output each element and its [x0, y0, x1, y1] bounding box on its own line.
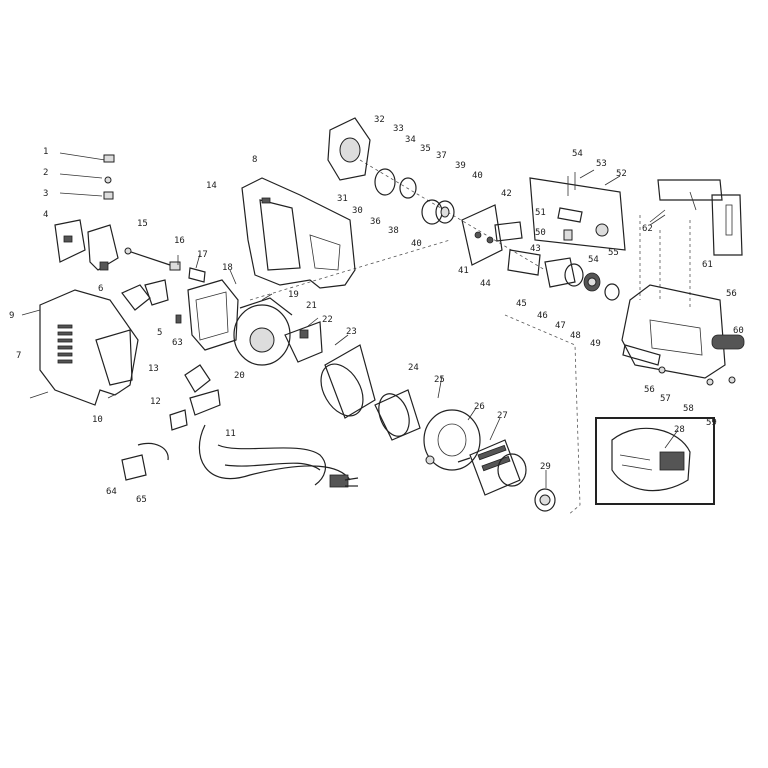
part-label: 53 — [596, 159, 607, 169]
part-label: 17 — [197, 250, 208, 260]
part-label: 33 — [393, 124, 404, 134]
part-label: 44 — [480, 279, 491, 289]
part-label: 36 — [370, 217, 381, 227]
part-label: 48 — [570, 331, 581, 341]
part-label: 14 — [206, 181, 217, 191]
part-label: 20 — [234, 371, 245, 381]
part-label: 6 — [98, 284, 103, 294]
part-label: 54 — [572, 149, 583, 159]
part-label: 63 — [172, 338, 183, 348]
part-label: 39 — [455, 161, 466, 171]
part-label: 29 — [540, 462, 551, 472]
part-label: 45 — [516, 299, 527, 309]
part-label: 46 — [537, 311, 548, 321]
part-label: 22 — [322, 315, 333, 325]
right-housing — [241, 177, 356, 289]
part-label: 50 — [535, 228, 546, 238]
part-label: 65 — [136, 495, 147, 505]
part-label: 42 — [501, 189, 512, 199]
armature — [457, 439, 527, 496]
part-label: 5 — [157, 328, 162, 338]
part-label: 30 — [352, 206, 363, 216]
part-label: 57 — [660, 394, 671, 404]
part-label: 28 — [674, 425, 685, 435]
cord-clips — [121, 442, 169, 481]
part-label: 21 — [306, 301, 317, 311]
strain-relief — [169, 364, 221, 431]
part-label: 31 — [337, 194, 348, 204]
part-label: 3 — [43, 189, 48, 199]
part-label: 34 — [405, 135, 416, 145]
guide-lines — [249, 159, 691, 516]
part-label: 8 — [252, 155, 257, 165]
part-label: 18 — [222, 263, 233, 273]
small-screws-group — [59, 152, 115, 200]
part-label: 32 — [374, 115, 385, 125]
part-label: 9 — [9, 311, 14, 321]
left-handle-cover — [21, 289, 139, 406]
part-label: 62 — [642, 224, 653, 234]
part-label: 12 — [150, 397, 161, 407]
part-label: 15 — [137, 219, 148, 229]
part-label: 16 — [174, 236, 185, 246]
power-cord — [198, 424, 359, 488]
switch-assembly — [54, 219, 119, 271]
motor-field-end — [187, 279, 293, 366]
part-label: 11 — [225, 429, 236, 439]
part-label: 61 — [702, 260, 713, 270]
part-number-labels: 1 2 3 4 5 6 7 8 9 10 11 12 13 14 15 16 1… — [9, 115, 744, 505]
field-coil-cylinder — [320, 344, 376, 419]
part-label: 7 — [16, 351, 21, 361]
blade-clamp — [657, 179, 743, 256]
part-label: 37 — [436, 151, 447, 161]
rod-assembly — [124, 247, 206, 283]
part-label: 40 — [472, 171, 483, 181]
fan — [423, 409, 481, 471]
part-label: 26 — [474, 402, 485, 412]
leader-lines — [177, 169, 679, 488]
part-label: 25 — [434, 375, 445, 385]
part-label: 13 — [148, 364, 159, 374]
part-label: 41 — [458, 266, 469, 276]
ring-sleeve — [374, 389, 421, 441]
part-label: 55 — [608, 248, 619, 258]
part-label: 56 — [726, 289, 737, 299]
gear-train-top — [327, 117, 541, 276]
gear-case-parts — [544, 257, 620, 301]
part-label: 52 — [616, 169, 627, 179]
bearing — [534, 488, 556, 512]
part-label: 58 — [683, 404, 694, 414]
part-label: 10 — [92, 415, 103, 425]
part-label: 35 — [420, 144, 431, 154]
part-label: 47 — [555, 321, 566, 331]
part-label: 51 — [535, 208, 546, 218]
part-label: 43 — [530, 244, 541, 254]
inset-detail — [595, 417, 715, 505]
part-label: 27 — [497, 411, 508, 421]
part-label: 40 — [411, 239, 422, 249]
part-label: 19 — [288, 290, 299, 300]
part-label: 24 — [408, 363, 419, 373]
part-label: 59 — [706, 418, 717, 428]
part-label: 54 — [588, 255, 599, 265]
part-label: 49 — [590, 339, 601, 349]
part-label: 38 — [388, 226, 399, 236]
bracket-parts — [121, 279, 182, 324]
gear-housing — [621, 284, 745, 386]
part-label: 4 — [43, 210, 48, 220]
grip-ribs — [57, 324, 73, 364]
part-label: 64 — [106, 487, 117, 497]
part-label: 1 — [43, 147, 48, 157]
part-label: 60 — [733, 326, 744, 336]
mounting-plate — [529, 172, 626, 251]
part-label: 2 — [43, 168, 48, 178]
brush-holder — [284, 321, 323, 363]
part-label: 23 — [346, 327, 357, 337]
part-label: 56 — [644, 385, 655, 395]
